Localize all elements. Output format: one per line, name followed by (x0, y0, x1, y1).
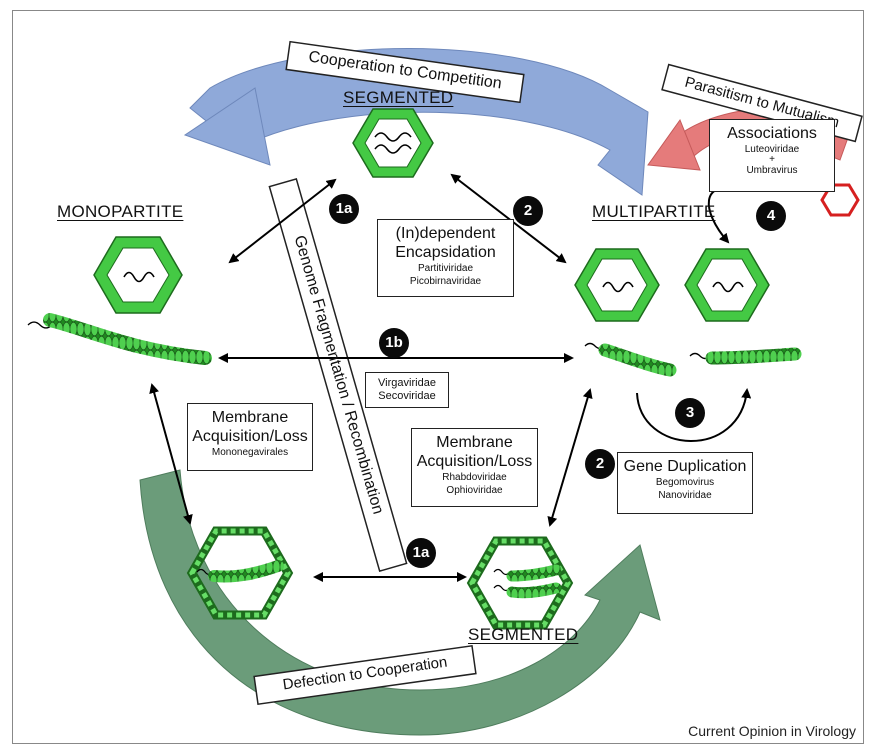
encapsidation-box: (In)dependent Encapsidation Partitivirid… (377, 219, 514, 297)
marker-1b: 1b (379, 328, 409, 358)
gene-duplication-box: Gene Duplication Begomovirus Nanoviridae (617, 452, 753, 514)
capsid-multipartite-2 (684, 248, 770, 322)
heading-segmented-top: SEGMENTED (343, 88, 454, 107)
heading-monopartite: MONOPARTITE (57, 202, 184, 221)
coil-multipartite-1 (584, 342, 677, 377)
capsid-monopartite (93, 236, 183, 314)
blue-arc-head (183, 87, 271, 166)
membrane-left-box: Membrane Acquisition/Loss Mononegavirale… (187, 403, 313, 471)
red-arc-head (647, 118, 701, 171)
arrow-mono-to-segmented (228, 178, 337, 264)
capsid-multipartite-1 (574, 248, 660, 322)
heading-segmented-bottom: SEGMENTED (468, 625, 579, 644)
arrow-left-vertical (149, 383, 193, 525)
arrow-right-vertical (547, 388, 593, 527)
membrane-right-box: Membrane Acquisition/Loss Rhabdoviridae … (411, 428, 538, 507)
marker-2-top: 2 (513, 196, 543, 226)
coil-enveloped-left (196, 560, 284, 583)
arrow-segmented-to-multi (450, 173, 567, 264)
coil-multipartite-2 (689, 347, 802, 365)
marker-2-right: 2 (585, 449, 615, 479)
marker-3: 3 (675, 398, 705, 428)
figure-frame (12, 10, 864, 744)
marker-4: 4 (756, 201, 786, 231)
heading-multipartite: MULTIPARTITE (592, 202, 716, 221)
green-arc (139, 469, 661, 736)
associations-box: Associations Luteoviridae + Umbravirus (709, 119, 835, 192)
journal-credit: Current Opinion in Virology (688, 723, 856, 739)
enveloped-capsid-left (186, 526, 294, 620)
marker-1a-bottom: 1a (406, 538, 436, 568)
marker-1a-top: 1a (329, 194, 359, 224)
enveloped-capsid-right (466, 536, 574, 630)
coil-enveloped-right (493, 564, 562, 599)
top-arc-banner (285, 40, 525, 104)
bottom-arc-banner (253, 644, 477, 706)
virga-box: Virgaviridae Secoviridae (365, 372, 449, 408)
arrow-gene-duplication (636, 388, 752, 442)
capsid-top-segmented (352, 108, 434, 178)
coil-monopartite (27, 313, 212, 365)
